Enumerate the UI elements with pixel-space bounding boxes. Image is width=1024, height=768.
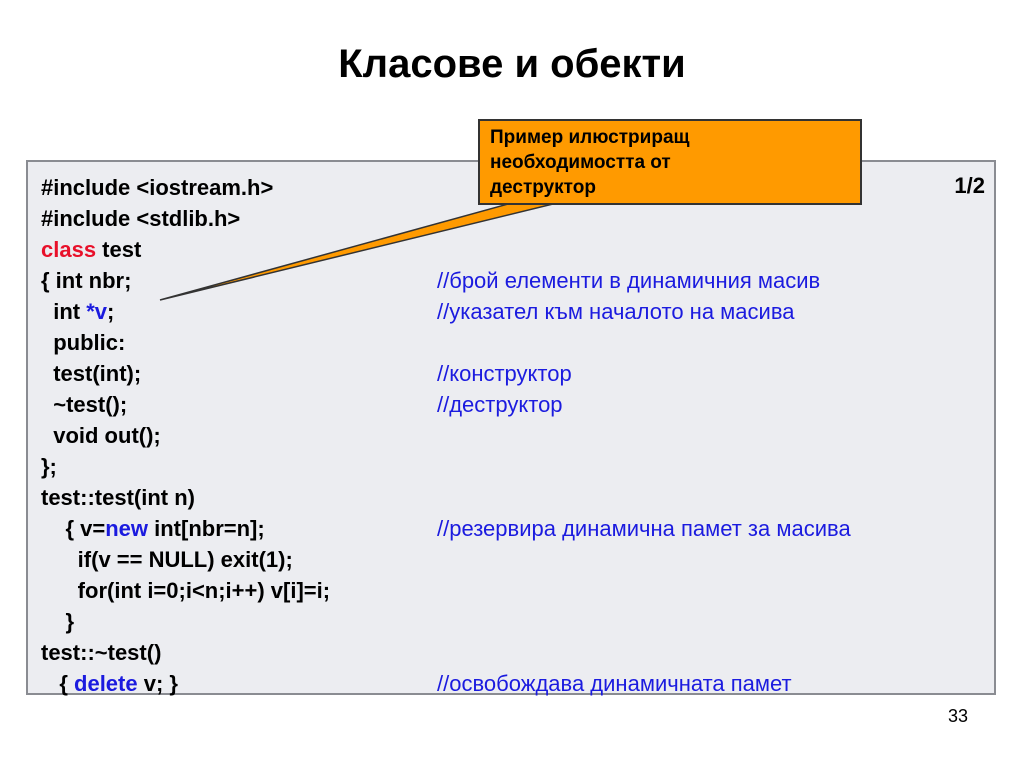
code-line-10: }; <box>41 454 57 479</box>
comment-allocate: //резервира динамична памет за масива <box>437 516 851 541</box>
code-text: { v= <box>41 516 106 541</box>
code-line-8: ~test(); <box>41 392 128 417</box>
callout-line-1: Пример илюстриращ <box>490 127 690 148</box>
keyword-class: class <box>41 237 97 262</box>
slide-title: Класове и обекти <box>338 42 686 86</box>
code-line-12: { v=new int[nbr=n]; <box>41 513 265 544</box>
code-text: ; <box>107 299 115 324</box>
comment-constructor: //конструктор <box>437 361 572 386</box>
code-line-1: #include <iostream.h> <box>41 175 274 200</box>
code-text: test <box>96 237 142 262</box>
comment-destructor: //деструктор <box>437 392 563 417</box>
code-listing: 1/2 #include <iostream.h> #include <stdl… <box>26 160 996 696</box>
code-line-7: test(int); <box>41 361 142 386</box>
keyword-delete: delete <box>74 671 138 696</box>
code-line-16: test::~test() <box>41 640 162 665</box>
keyword-new: new <box>105 516 149 541</box>
code-line-9: void out(); <box>41 423 161 448</box>
slide-number: 33 <box>947 706 968 726</box>
code-line-15: } <box>41 609 75 634</box>
code-line-5: int *v; <box>41 296 114 327</box>
code-line-4: { int nbr; <box>41 268 132 293</box>
code-line-13: if(v == NULL) exit(1); <box>41 547 293 572</box>
comment-pointer: //указател към началото на масива <box>437 299 795 324</box>
callout-box: Пример илюстриращ необходимостта от дест… <box>478 119 862 205</box>
code-text: v; } <box>137 671 178 696</box>
callout-line-3: деструктор <box>490 177 596 198</box>
code-line-14: for(int i=0;i<n;i++) v[i]=i; <box>41 578 331 603</box>
code-text: int <box>41 299 87 324</box>
code-line-6: public: <box>41 330 126 355</box>
pointer-keyword: *v <box>86 299 108 324</box>
comment-free: //освобождава динамичната памет <box>437 671 792 696</box>
code-line-3: class test <box>41 234 141 265</box>
code-text: int[nbr=n]; <box>148 516 265 541</box>
callout-line-2: необходимостта от <box>490 152 671 173</box>
code-line-2: #include <stdlib.h> <box>41 206 241 231</box>
code-line-11: test::test(int n) <box>41 485 195 510</box>
page-fraction: 1/2 <box>954 173 985 198</box>
code-line-17: { delete v; } <box>41 668 178 699</box>
code-text: { <box>41 671 75 696</box>
comment-nbr: //брой елементи в динамичния масив <box>437 268 821 293</box>
